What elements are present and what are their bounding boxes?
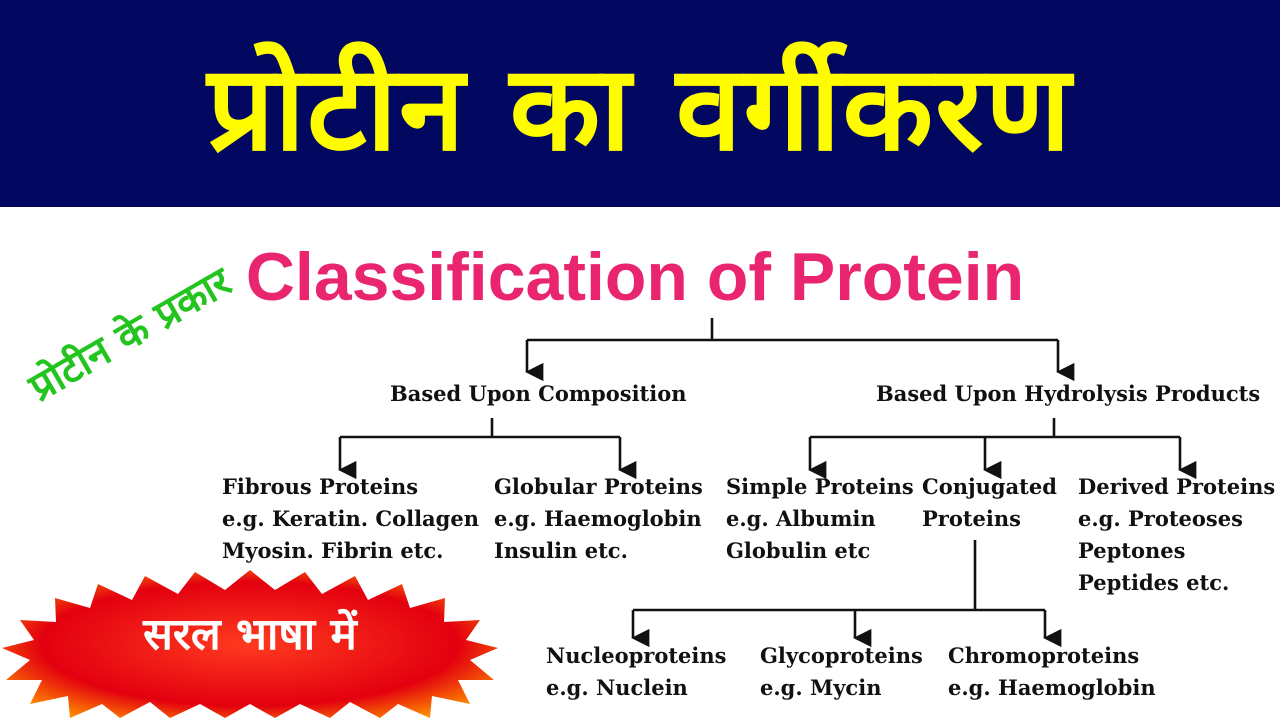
node-hydrolysis: Based Upon Hydrolysis Products [876, 381, 1261, 406]
simple-language-label: सरल भाषा में [143, 609, 357, 660]
page-title: प्रोटीन का वर्गीकरण [207, 39, 1073, 177]
diagram-title: Classification of Protein [245, 239, 1025, 315]
node-composition: Based Upon Composition [390, 381, 687, 406]
starburst-badge [2, 570, 498, 718]
starburst-shape [2, 570, 498, 718]
title-banner [0, 0, 1280, 207]
